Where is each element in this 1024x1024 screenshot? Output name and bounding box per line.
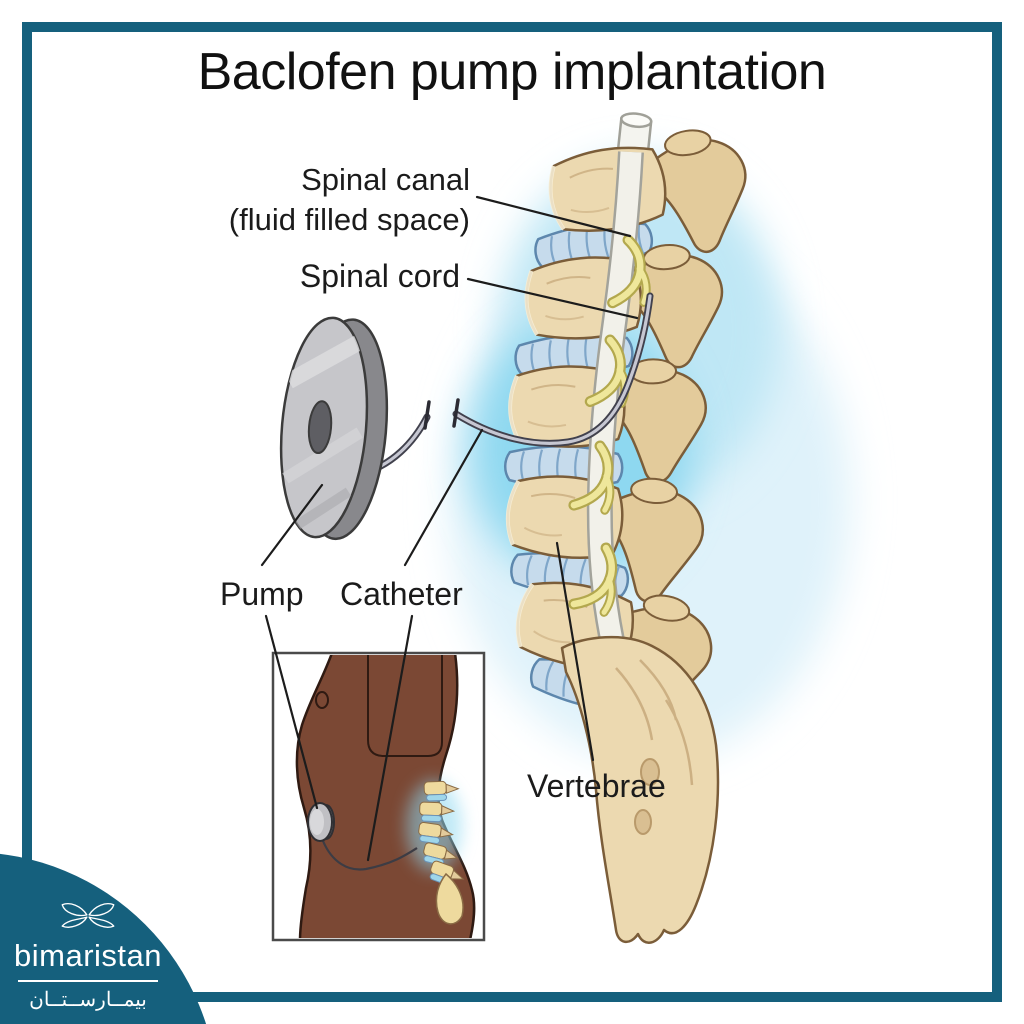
spinal-cord-leader [466,277,639,320]
spinal-canal-label: Spinal canal (fluid filled space) [110,160,470,240]
vertebrae-leader [555,541,595,762]
inset-pump [307,802,335,842]
inset-catheter [321,840,418,871]
break-marks [423,398,460,430]
pump-inset-leader [264,614,319,810]
leader-lines [260,195,639,862]
inset-spine [418,780,465,925]
logo-wordmark-arabic: بيمــارســتــان [29,989,147,1011]
pump-illustration [279,316,389,541]
frame-border [22,22,1002,1002]
page-title: Baclofen pump implantation [197,43,827,101]
logo-divider [18,980,158,982]
pump-leader [260,483,324,567]
logo-wordmark: bimaristan [14,938,162,973]
spinal-canal-label-line1: Spinal canal [301,162,470,197]
pump-label: Pump [220,576,304,612]
spinal-cord-label: Spinal cord [299,258,460,294]
spinal-canal-label-line2: (fluid filled space) [228,202,470,237]
catheter-label: Catheter [340,576,463,612]
catheter-inset-leader [366,614,414,862]
crossed-leaves-icon [61,903,115,928]
spine-illustration [499,120,759,944]
logo: bimaristan بيمــارســتــان [8,900,168,1012]
spinal-canal-leader [475,195,632,238]
sacrum [560,635,720,944]
vertebrae-label: Vertebrae [527,768,666,804]
catheter-leader [403,428,484,567]
